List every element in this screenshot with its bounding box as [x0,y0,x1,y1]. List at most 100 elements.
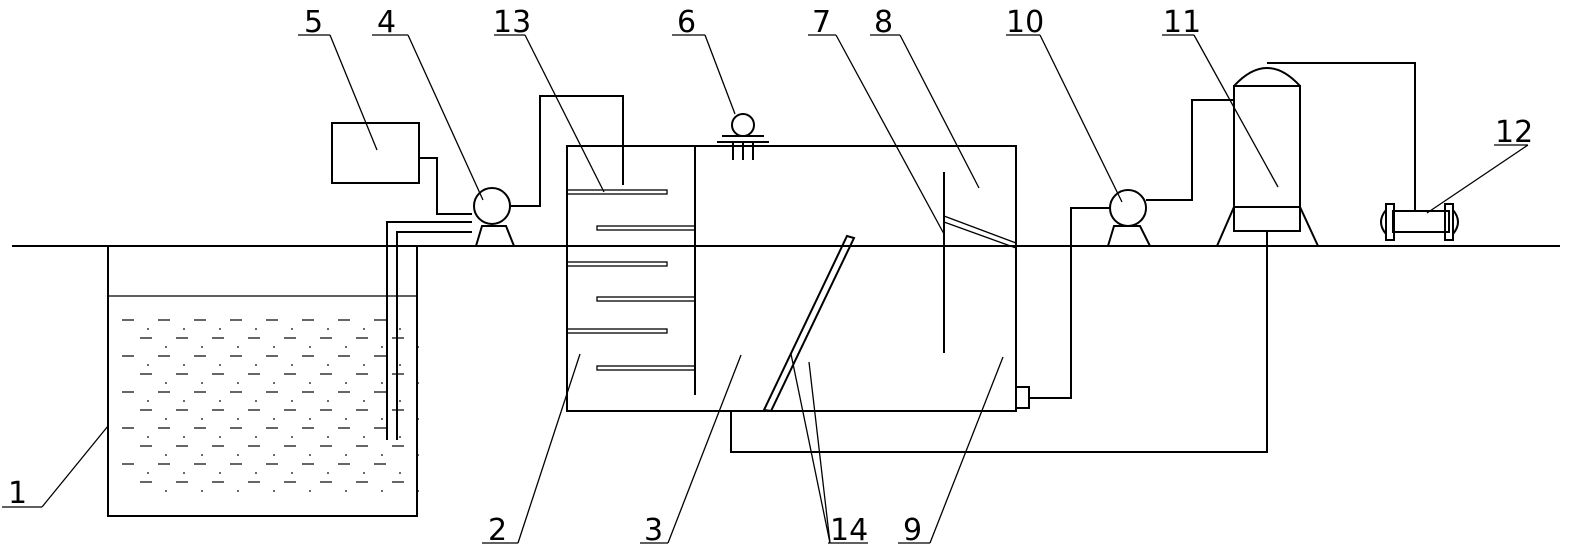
feed-pump [473,187,516,247]
liquid-dot [255,436,257,438]
dosing-pipe [419,157,472,215]
liquid-dot [309,418,311,420]
label-9: 9 [903,513,922,548]
liquid-dot [237,490,239,492]
liquid-dot [237,346,239,348]
liquid-dot [255,400,257,402]
label-8: 8 [874,5,893,40]
liquid-dot [327,436,329,438]
liquid-dot [165,454,167,456]
liquid-dot [219,472,221,474]
label-11: 11 [1163,5,1201,40]
liquid-dot [381,490,383,492]
liquid-dot [291,328,293,330]
liquid-dot [345,490,347,492]
liquid-dot [255,328,257,330]
liquid-dot [381,418,383,420]
liquid-dot [363,436,365,438]
liquid-dot [273,418,275,420]
transfer-pipe [1146,99,1234,201]
label-12: 12 [1495,115,1533,150]
liquid-dot [183,328,185,330]
label-14: 14 [830,513,868,548]
liquid-dot [399,400,401,402]
liquid-dot [147,436,149,438]
liquid-dot [183,472,185,474]
liquid-dot [309,454,311,456]
liquid-dot [147,364,149,366]
liquid-dot [237,382,239,384]
liquid-dot [381,454,383,456]
liquid-dot [273,346,275,348]
liquid-dot [201,346,203,348]
liquid-dot [399,328,401,330]
liquid-dot [309,346,311,348]
liquid-dot [309,490,311,492]
liquid-dot [417,454,419,456]
liquid-dot [219,364,221,366]
liquid-dot [291,400,293,402]
liquid-dot [255,364,257,366]
liquid-dot [219,400,221,402]
leader-lines [41,34,1529,544]
label-2: 2 [488,513,507,548]
label-3: 3 [644,513,663,548]
liquid-dot [363,472,365,474]
feed-pipe [510,95,624,207]
liquid-dot [381,382,383,384]
liquid-dot [417,382,419,384]
liquid-dot [345,418,347,420]
liquid-dot [165,382,167,384]
liquid-dot [201,454,203,456]
liquid-dot [417,490,419,492]
partition-weir [943,172,1017,353]
liquid-dot [399,364,401,366]
liquid-dot [219,328,221,330]
label-5: 5 [304,5,323,40]
liquid-dot [273,382,275,384]
liquid-dot [255,472,257,474]
liquid-dot [201,490,203,492]
transfer-pump [1106,189,1152,247]
liquid-dot [147,472,149,474]
liquid-dot [147,328,149,330]
liquid-dot [183,400,185,402]
liquid-dot [219,436,221,438]
label-7: 7 [812,5,831,40]
liquid-dot [291,436,293,438]
liquid-dot [309,382,311,384]
liquid-dot [183,436,185,438]
liquid-dot [327,472,329,474]
storage-tank [107,246,419,517]
liquid-dot [363,328,365,330]
overhead-pipe [1267,62,1416,212]
liquid-dot [165,418,167,420]
liquid-dot [417,346,419,348]
liquid-dot [363,364,365,366]
liquid-dot [363,400,365,402]
liquid-dot [201,418,203,420]
liquid-dot [345,382,347,384]
inclined-plate [762,234,856,413]
liquid-pattern [122,319,419,492]
liquid-dot [273,490,275,492]
liquid-dot [345,346,347,348]
main-tank [566,145,1017,412]
liquid-dot [147,400,149,402]
liquid-dot [417,418,419,420]
outlet-pipe [1029,207,1111,399]
filter-column [1215,67,1320,247]
liquid-dot [327,400,329,402]
baffle-plates [566,189,696,371]
liquid-dot [327,364,329,366]
liquid-dot [201,382,203,384]
cartridge-unit [1380,203,1459,241]
label-underlines [2,34,1528,544]
liquid-dot [165,490,167,492]
label-10: 10 [1006,5,1044,40]
blower [717,113,769,160]
liquid-dot [327,328,329,330]
label-13: 13 [493,5,531,40]
label-6: 6 [677,5,696,40]
